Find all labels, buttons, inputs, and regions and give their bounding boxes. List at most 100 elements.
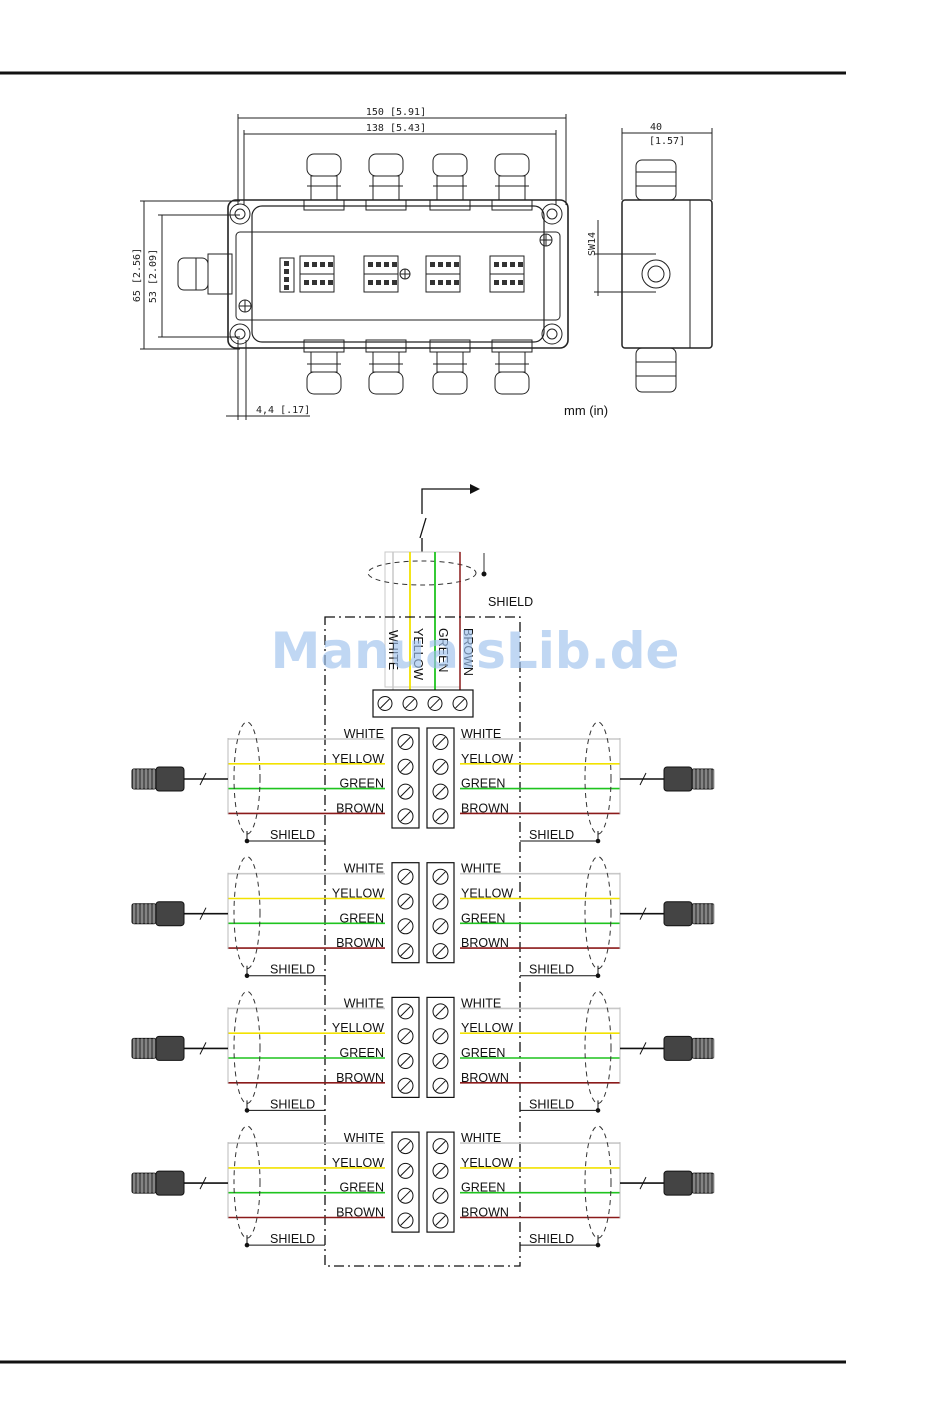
wire-label-right-yellow: YELLOW <box>461 887 513 901</box>
shield-dot-right <box>595 1242 601 1248</box>
terminal-screw-left-green <box>397 1187 414 1204</box>
dim-overall-height: 65 [2.56] <box>132 248 143 302</box>
terminal-screw-right-white <box>432 1003 449 1020</box>
wire-label-left-yellow: YELLOW <box>332 752 384 766</box>
dim-inner-width: 138 [5.43] <box>366 123 426 134</box>
wire-label-right-green: GREEN <box>461 777 505 791</box>
wire-label-right-brown: BROWN <box>461 936 509 950</box>
terminal-screw-left-yellow <box>397 893 414 910</box>
shield-dot <box>481 571 487 577</box>
wire-label-right-yellow: YELLOW <box>461 1156 513 1170</box>
mechanical-drawing <box>140 114 569 420</box>
top-wire-label-yellow: YELLOW <box>411 628 425 680</box>
wiring-channels: WHITE WHITE YELLOW YELLOW GREEN GREEN BROWN BRO… <box>131 721 715 1248</box>
terminal-screw-right-yellow <box>432 758 449 775</box>
wire-label-right-white: WHITE <box>461 862 501 876</box>
wire-label-left-yellow: YELLOW <box>332 1021 384 1035</box>
units-label: mm (in) <box>564 403 608 418</box>
wire-label-left-white: WHITE <box>344 862 384 876</box>
shield-dot-right <box>595 1108 601 1113</box>
terminal-screw-left-green <box>397 918 414 935</box>
shield-dot-right <box>595 973 601 978</box>
sensor-connector-right <box>620 766 715 792</box>
shield-ellipse-left <box>233 856 261 970</box>
wire-label-left-white: WHITE <box>344 1131 384 1145</box>
terminal-screw-dots <box>284 261 523 290</box>
main-shield-ellipse <box>367 560 477 586</box>
terminal-screw-right-yellow <box>432 1162 449 1179</box>
wire-label-right-yellow: YELLOW <box>461 752 513 766</box>
main-terminal-screw-0 <box>377 696 393 711</box>
terminal-screw-left-white <box>397 868 414 885</box>
shield-label-left: SHIELD <box>270 963 315 977</box>
terminal-screw-left-brown <box>397 1212 414 1229</box>
sensor-connector-left <box>131 1170 228 1196</box>
wire-label-right-brown: BROWN <box>461 1206 509 1220</box>
terminal-screw-left-green <box>397 783 414 800</box>
wire-label-left-green: GREEN <box>340 1046 384 1060</box>
shield-ellipse-right <box>584 990 612 1104</box>
wire-label-left-white: WHITE <box>344 727 384 741</box>
dim-wrench-size: SW14 <box>587 232 598 256</box>
shield-label-left: SHIELD <box>270 1232 315 1246</box>
gland-bottom-0 <box>303 339 345 395</box>
terminal-screw-right-brown <box>432 1212 449 1229</box>
wire-label-left-green: GREEN <box>340 911 384 925</box>
main-shield-label: SHIELD <box>488 595 533 609</box>
shield-ellipse-left <box>233 990 261 1104</box>
dim-overall-width: 150 [5.91] <box>366 107 426 118</box>
wire-label-left-brown: BROWN <box>336 1206 384 1220</box>
dim-side-depth-in: [1.57] <box>649 136 685 147</box>
wire-label-right-green: GREEN <box>461 1181 505 1195</box>
terminal-screw-left-white <box>397 1003 414 1020</box>
wire-label-left-green: GREEN <box>340 777 384 791</box>
terminal-screw-right-brown <box>432 808 449 825</box>
gland-top-1 <box>365 153 407 211</box>
top-wire-label-white: WHITE <box>386 630 400 670</box>
terminal-screw-right-yellow <box>432 1028 449 1045</box>
sensor-connector-right <box>620 901 715 927</box>
wire-label-left-yellow: YELLOW <box>332 1156 384 1170</box>
wire-label-right-brown: BROWN <box>461 1071 509 1085</box>
terminal-screw-left-white <box>397 734 414 750</box>
dim-inner-height: 53 [2.09] <box>148 249 159 303</box>
shield-ellipse-left <box>233 721 261 835</box>
main-terminal-screws <box>377 696 468 711</box>
shield-ellipse-left <box>233 1125 261 1239</box>
terminal-screw-left-yellow <box>397 758 414 775</box>
shield-label-right: SHIELD <box>529 1232 574 1246</box>
shield-ellipse-right <box>584 721 612 835</box>
gland-top-2 <box>429 153 471 211</box>
gland-top-3 <box>491 153 533 211</box>
shield-label-left: SHIELD <box>270 828 315 842</box>
side-view <box>594 128 713 393</box>
terminal-screw-left-yellow <box>397 1028 414 1045</box>
wire-label-left-green: GREEN <box>340 1181 384 1195</box>
terminal-screw-right-white <box>432 1138 449 1155</box>
terminal-screw-right-white <box>432 734 449 750</box>
output-arrow <box>421 488 470 514</box>
sensor-connector-left <box>131 1035 228 1061</box>
wire-label-right-white: WHITE <box>461 996 501 1010</box>
top-wire-label-brown: BROWN <box>461 628 475 676</box>
dim-hole-offset: 4,4 [.17] <box>256 405 310 416</box>
cable-slash <box>419 517 427 539</box>
shield-ellipse-right <box>584 1125 612 1239</box>
shield-ellipse-right <box>584 856 612 970</box>
shield-dot-left <box>244 973 250 978</box>
shield-label-left: SHIELD <box>270 1097 315 1111</box>
wire-label-left-yellow: YELLOW <box>332 887 384 901</box>
terminal-screw-left-brown <box>397 943 414 960</box>
terminal-screw-right-yellow <box>432 893 449 910</box>
wire-label-right-green: GREEN <box>461 911 505 925</box>
terminal-screw-left-brown <box>397 1077 414 1094</box>
top-wire-label-green: GREEN <box>436 628 450 672</box>
sensor-connector-right <box>620 1035 715 1061</box>
shield-label-right: SHIELD <box>529 828 574 842</box>
terminal-screw-left-brown <box>397 808 414 825</box>
wire-label-left-brown: BROWN <box>336 801 384 815</box>
